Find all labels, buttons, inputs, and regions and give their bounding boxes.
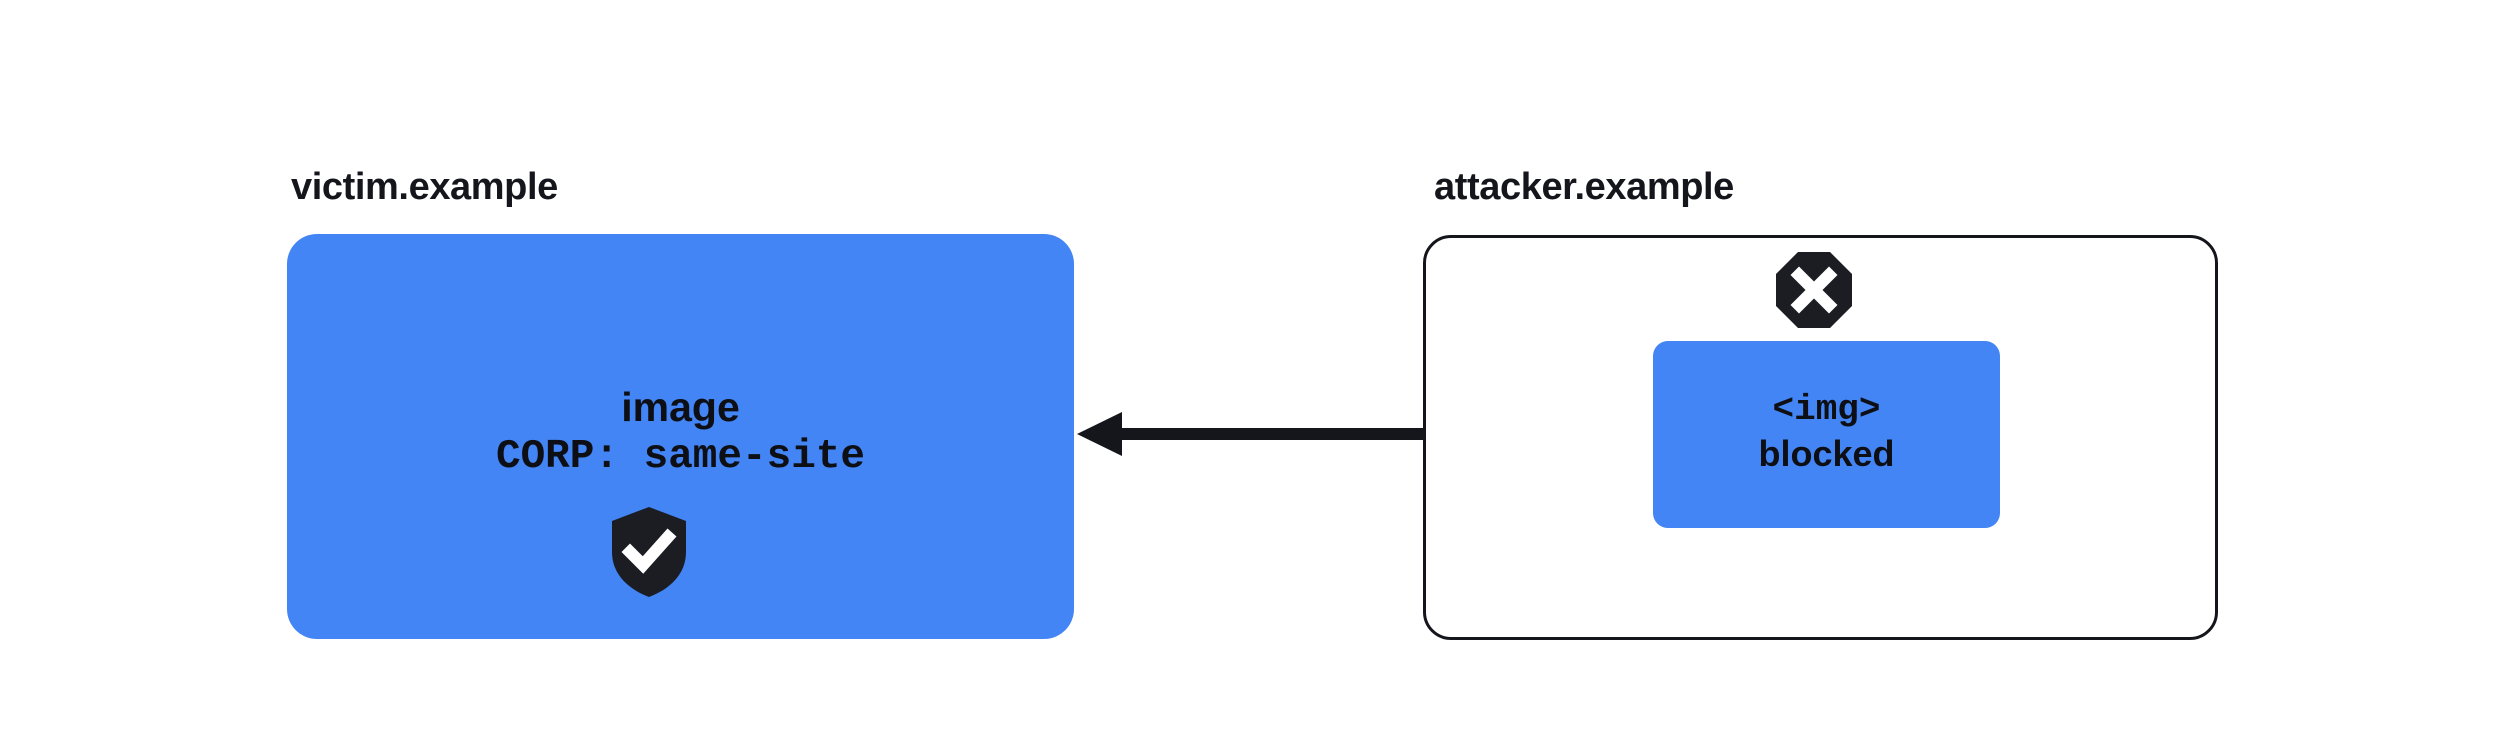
victim-resource-header: CORP: same-site [495,434,866,481]
octagon-x-icon [1776,252,1852,328]
attacker-request-tag: <img> [1772,389,1881,430]
victim-resource-box [287,234,1074,639]
attacker-origin-label: attacker.example [1434,166,1734,208]
victim-resource-name: image [621,384,740,430]
attacker-request-state: blocked [1758,432,1895,474]
shield-check-icon [612,507,686,597]
attacker-request-box [1653,341,2000,528]
victim-resource-text: image CORP: same-site [287,382,1074,482]
attacker-request-text: <img> blocked [1653,388,2000,476]
victim-origin-label: victim.example [291,166,558,208]
